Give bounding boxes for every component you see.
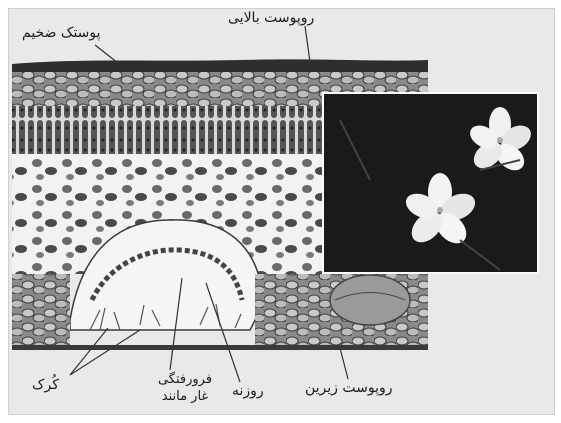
- label-upper-epidermis: روپوست بالایی: [228, 11, 314, 26]
- leader-hair-1: [70, 328, 108, 375]
- leader-lower-epidermis: [340, 348, 348, 379]
- label-stoma: روزنه: [232, 384, 264, 399]
- leader-thick-cuticle: [95, 45, 118, 63]
- label-thick-cuticle: پوستک ضخیم: [22, 26, 101, 41]
- label-stomatal-pit-line2: غار مانند: [155, 388, 215, 405]
- label-lower-epidermis: روپوست زیرین: [305, 381, 393, 396]
- label-hair: کُرک: [32, 378, 59, 393]
- label-stomatal-pit: فرورفتگی غار مانند: [155, 371, 215, 405]
- leader-upper-epidermis: [305, 26, 310, 62]
- label-stomatal-pit-line1: فرورفتگی: [155, 371, 215, 388]
- leader-hair-2: [70, 330, 140, 375]
